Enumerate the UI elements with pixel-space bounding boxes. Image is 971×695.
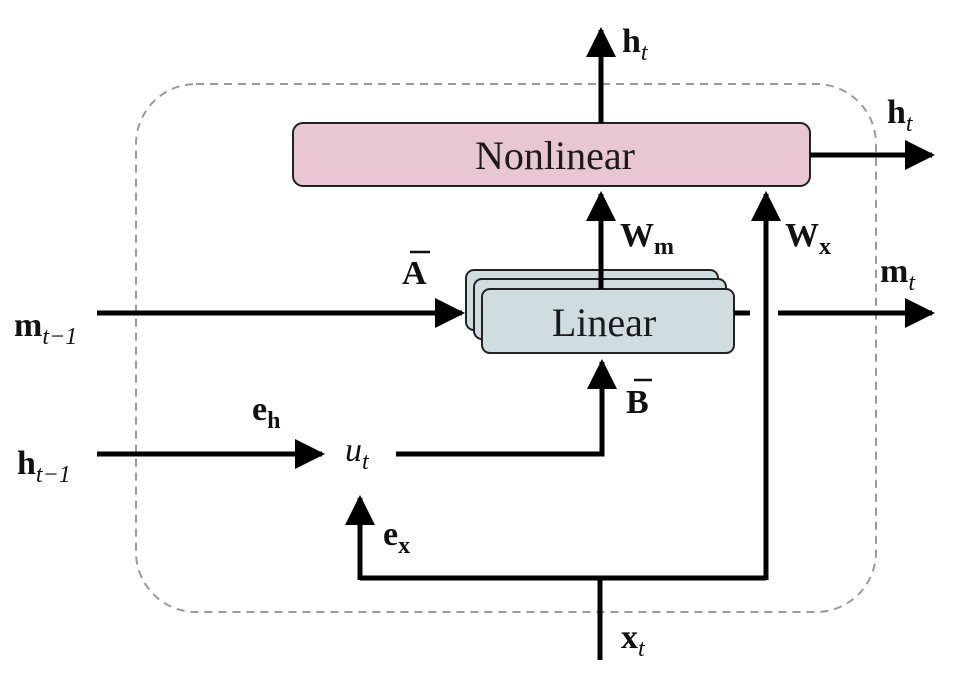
linear-box <box>481 288 735 354</box>
label-m-out: mt <box>880 253 916 296</box>
label-e-h: eh <box>252 391 280 434</box>
label-u: ut <box>345 432 370 475</box>
label-w-m: Wm <box>620 217 674 260</box>
label-h-right: ht <box>887 94 914 137</box>
label-w-x: Wx <box>785 217 831 260</box>
nonlinear-label: Nonlinear <box>475 133 635 178</box>
label-a-bar: A <box>402 255 427 292</box>
wire-u-to-linear <box>396 359 617 457</box>
label-e-x: ex <box>383 516 410 559</box>
label-m-in: mt−1 <box>14 307 77 350</box>
label-h-in: ht−1 <box>17 445 71 488</box>
cell-boundary <box>135 83 877 613</box>
linear-label: Linear <box>552 300 656 345</box>
label-x-in: xt <box>621 619 646 662</box>
label-h-top: ht <box>622 23 649 66</box>
label-b-bar: B <box>626 384 649 421</box>
